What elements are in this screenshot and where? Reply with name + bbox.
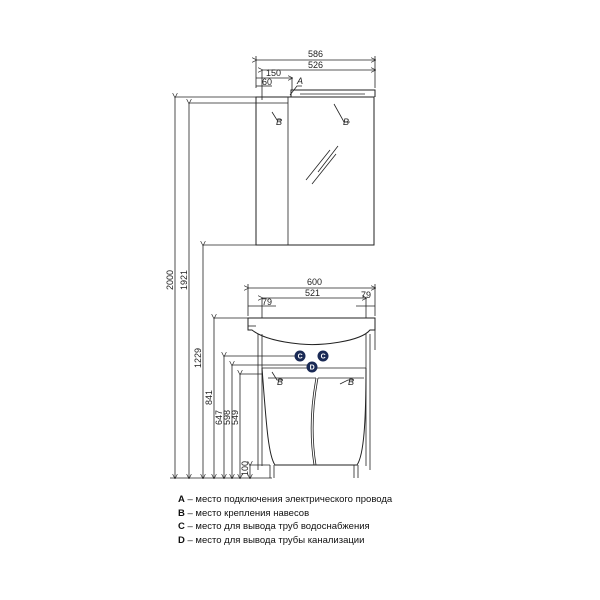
dim-521: 521 [305, 288, 320, 298]
dim-586: 586 [308, 49, 323, 59]
legend-row-d: D – место для вывода трубы канализации [178, 534, 365, 546]
dim-60: 60 [262, 77, 272, 87]
marker-b-vanity-right: B [348, 377, 354, 387]
dim-79-left: 79 [262, 297, 272, 307]
dim-841: 841 [204, 390, 214, 405]
mirror-cabinet [255, 89, 376, 246]
vanity-cabinet [247, 317, 376, 478]
dim-600: 600 [307, 277, 322, 287]
dim-150: 150 [266, 68, 281, 78]
dim-647: 647 [214, 410, 224, 425]
dim-79-right: 79 [361, 290, 371, 300]
marker-c-right: C [321, 354, 326, 361]
dim-1229: 1229 [193, 348, 203, 368]
dim-1921: 1921 [179, 270, 189, 290]
mirror-width-dimensions [256, 56, 375, 100]
dim-2000: 2000 [165, 270, 175, 290]
marker-a: A [296, 76, 303, 86]
height-dimensions [170, 97, 312, 478]
marker-d: D [310, 365, 315, 372]
pipe-markers: C C D [294, 350, 329, 373]
dim-526: 526 [308, 60, 323, 70]
vanity-width-dimensions [248, 284, 375, 318]
marker-c-left: C [298, 354, 303, 361]
legend-row-a: A – место подключения электрического про… [178, 494, 393, 505]
dim-598: 598 [222, 410, 232, 425]
marker-b-vanity-left: B [277, 377, 283, 387]
legend-row-b: B – место крепления навесов [178, 507, 310, 519]
marker-b-mirror-right: B [343, 117, 349, 127]
marker-b-mirror-left: B [276, 117, 282, 127]
legend: A – место подключения электрического про… [178, 493, 392, 547]
dim-100: 100 [240, 461, 250, 476]
legend-row-c: C – место для вывода труб водоснабжения [178, 521, 370, 532]
dim-549: 549 [230, 410, 240, 425]
